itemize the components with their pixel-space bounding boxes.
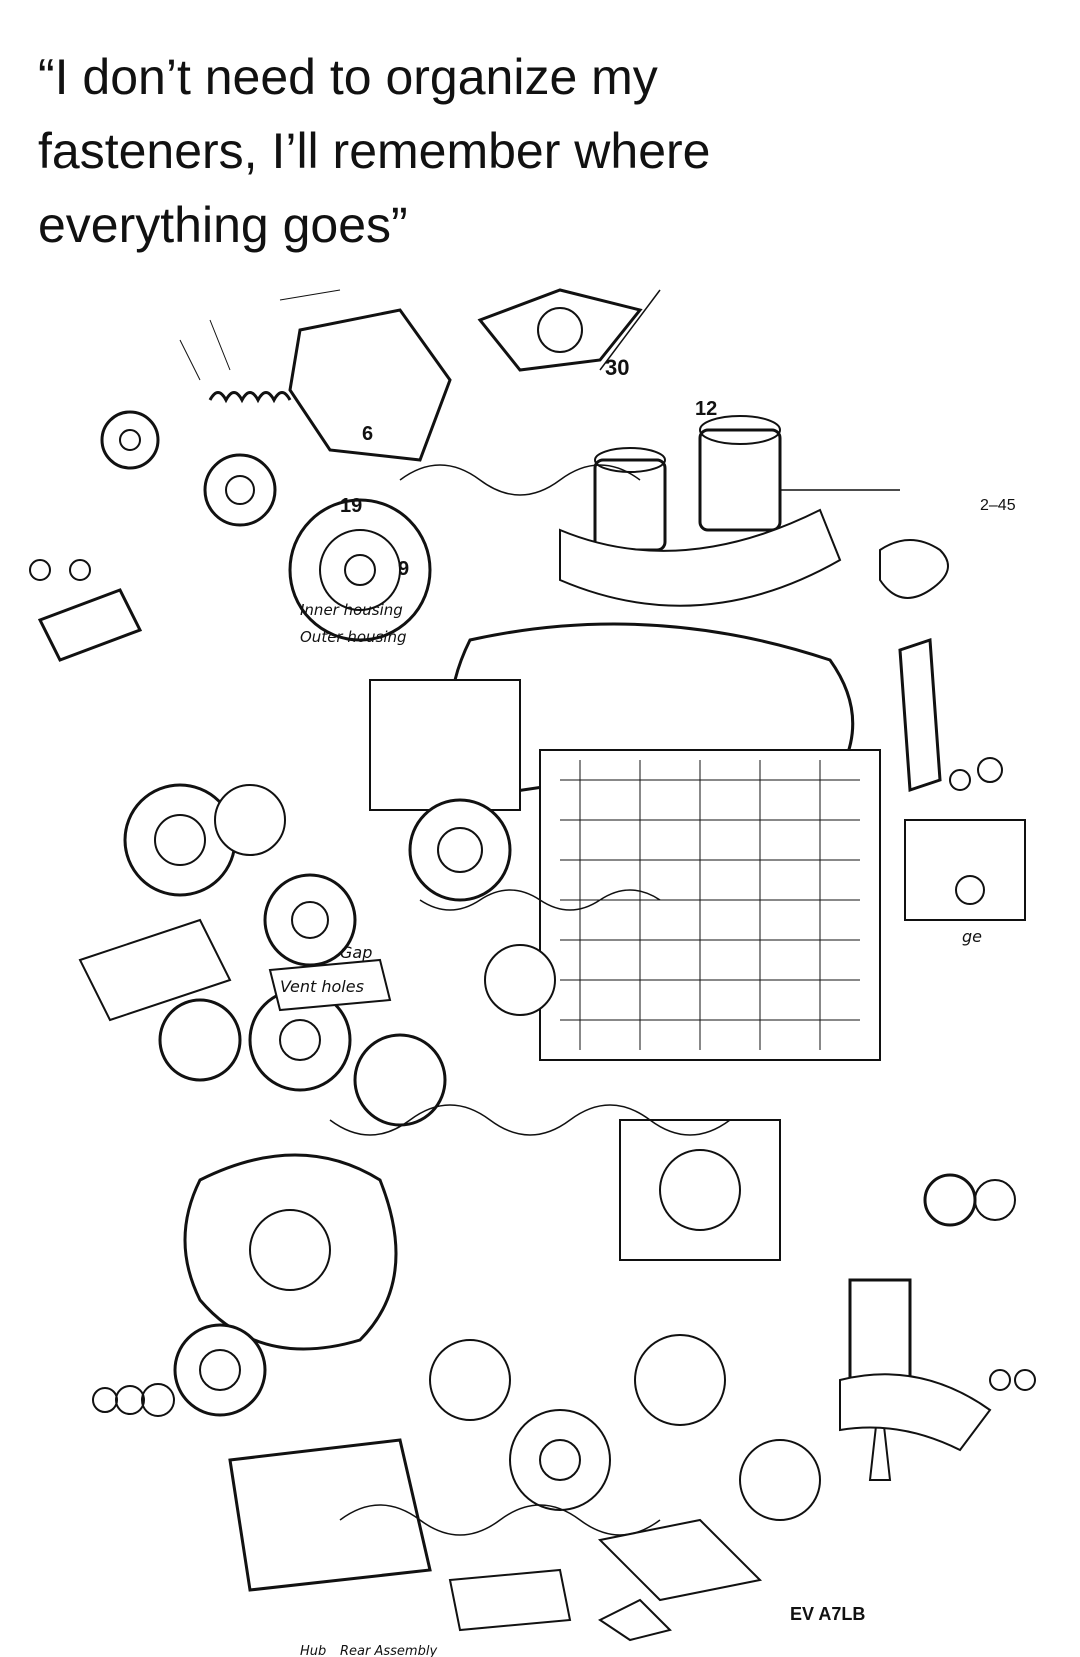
label-ge: ge [962,927,982,946]
engine-parts [29,288,1036,1642]
label-19: 19 [340,495,362,517]
label-rear-assembly: Rear Assembly [340,1644,437,1657]
label-ev-a7lb: EV A7LB [790,1604,865,1624]
label-outer-housing: Outer housing [300,628,407,646]
meme-caption: “I don’t need to organize my fasteners, … [38,40,1038,262]
label-gap: Gap [340,943,372,962]
caption-line-3: everything goes” [38,197,408,253]
caption-line-2: fasteners, I’ll remember where [38,123,711,179]
label-hub: Hub [300,1644,326,1657]
exploded-engine-diagram: 30 12 2–45 19 6 9 Inner housing Outer ho… [0,280,1080,1657]
label-9: 9 [398,558,409,580]
label-12: 12 [695,398,717,420]
label-vent-holes: Vent holes [280,977,364,996]
label-30: 30 [605,355,629,380]
caption-line-1: “I don’t need to organize my [38,49,658,105]
label-inner-housing: Inner housing [300,601,403,619]
label-2-45: 2–45 [980,497,1016,514]
engine-illustration: 30 12 2–45 19 6 9 Inner housing Outer ho… [29,288,1036,1657]
label-6: 6 [362,423,373,445]
